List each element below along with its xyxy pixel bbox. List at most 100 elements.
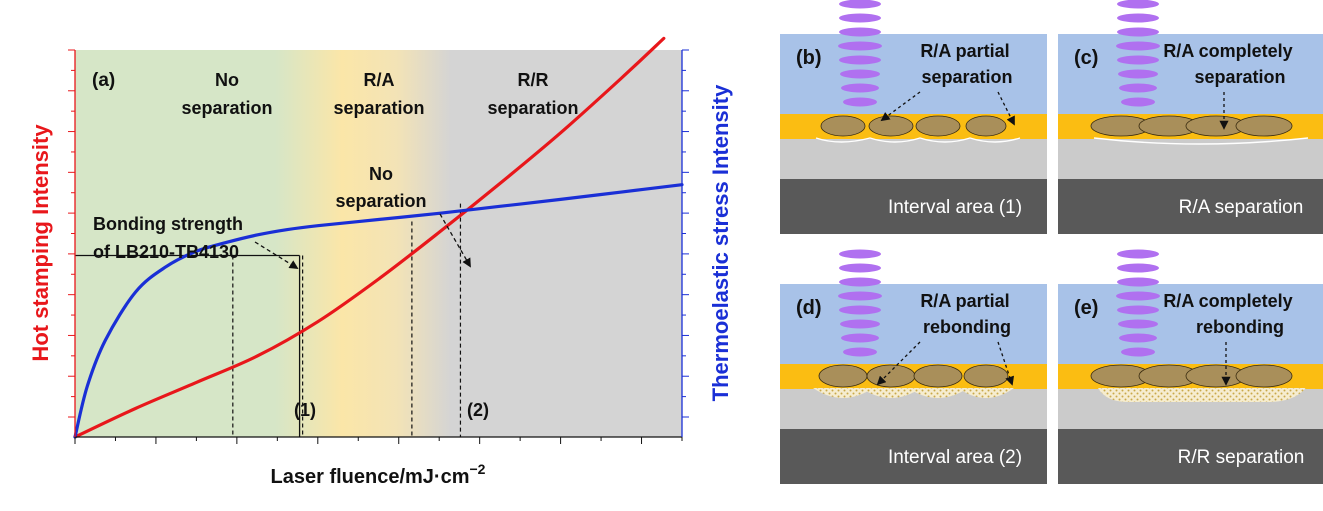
series-line-thermoelastic: [73, 183, 684, 439]
y-axis-right-label: Thermoelastic stress Intensity: [708, 84, 733, 401]
ablation-spot: [1235, 115, 1293, 137]
laser-beam-icon: [1117, 263, 1159, 273]
panel-note-line2: separation: [1194, 67, 1285, 87]
rebonded-zone: [813, 388, 873, 398]
panel-note-arrow: [997, 341, 1015, 386]
laser-beam-icon: [1117, 249, 1159, 259]
laser-beam-icon: [1117, 277, 1159, 287]
region-label-no-sep-1: No: [215, 70, 239, 90]
rebonded-zone: [861, 388, 921, 398]
laser-beam-icon: [1117, 0, 1159, 9]
ablation-spot: [820, 115, 866, 137]
panel-footer-label: Interval area (2): [888, 447, 1022, 468]
laser-beam-icon: [1116, 291, 1160, 301]
panel-footer-label: R/A separation: [1179, 197, 1304, 218]
laser-beam-icon: [1117, 27, 1159, 37]
panel-label: (d): [796, 297, 822, 319]
no-sep-annotation-line2: separation: [335, 191, 426, 211]
panel-note-arrow: [880, 91, 921, 122]
laser-beam-icon: [1121, 97, 1155, 107]
laser-beam-icon: [839, 263, 881, 273]
no-sep-annotation-line1: No: [369, 164, 393, 184]
panel-sky: [1058, 284, 1323, 364]
rebonded-zone: [1098, 388, 1306, 402]
panel-note-line1: R/A partial: [920, 291, 1009, 311]
separation-gap: [815, 137, 1021, 143]
panel-note-line2: rebonding: [923, 317, 1011, 337]
laser-beam-icon: [838, 41, 882, 51]
ablation-spot: [868, 115, 914, 137]
chart-a: No separation R/A separation R/R separat…: [28, 36, 733, 488]
laser-beam-icon: [1119, 83, 1157, 93]
laser-beam-icon: [840, 319, 880, 329]
panel-base: [780, 429, 1047, 484]
y-axis-left-label: Hot stamping Intensity: [28, 124, 53, 362]
series-layer: [73, 36, 684, 439]
bonding-strength-line2: of LB210-TB4130: [93, 242, 239, 262]
laser-beam-icon: [843, 347, 877, 357]
rebonded-zone: [958, 388, 1014, 398]
interval-2-label: (2): [467, 400, 489, 420]
laser-beam-icon: [840, 69, 880, 79]
panel-sky: [780, 284, 1047, 364]
ablation-spot: [913, 364, 963, 388]
laser-beam-icon: [1119, 333, 1157, 343]
bonding-strength-arrow: [254, 241, 299, 269]
panel-substrate: [780, 389, 1047, 429]
panel-label-a: (a): [92, 70, 115, 91]
ablation-spot: [818, 364, 868, 388]
laser-beam-icon: [1117, 305, 1159, 315]
region-label-ra-sep-1: R/A: [364, 70, 395, 90]
panel-label: (b): [796, 47, 822, 69]
panel-note-arrow: [876, 341, 921, 386]
laser-beam-icon: [1121, 347, 1155, 357]
laser-beam-icon: [1117, 13, 1159, 23]
laser-beam-icon: [839, 27, 881, 37]
panel-sky: [1058, 34, 1323, 114]
bonding-strength-line1: Bonding strength: [93, 214, 243, 234]
x-axis-label: Laser fluence/mJ·cm−2: [271, 461, 486, 488]
laser-beam-icon: [838, 291, 882, 301]
ablation-spot: [915, 115, 961, 137]
laser-beam-icon: [1116, 41, 1160, 51]
laser-beam-icon: [841, 83, 879, 93]
panel-footer-label: Interval area (1): [888, 197, 1022, 218]
laser-beam-icon: [839, 13, 881, 23]
laser-beam-icon: [841, 333, 879, 343]
panel-label: (e): [1074, 297, 1098, 319]
panel-adhesive-layer: [780, 114, 1047, 139]
separation-gap: [1093, 137, 1309, 145]
laser-beam-icon: [839, 0, 881, 9]
panel-base: [1058, 429, 1323, 484]
panel-label: (c): [1074, 47, 1098, 69]
region-labels: No separation R/A separation R/R separat…: [181, 70, 578, 118]
panel-note-line2: separation: [921, 67, 1012, 87]
laser-beam-icon: [1118, 69, 1158, 79]
panel-note-line1: R/A completely: [1163, 41, 1292, 61]
ablation-spot: [963, 364, 1009, 388]
x-axis-label-exponent: −2: [470, 461, 486, 477]
panel-base: [1058, 179, 1323, 234]
laser-beam-icon: [839, 55, 881, 65]
axis-ticks: [68, 49, 689, 444]
region-label-ra-sep-2: separation: [333, 98, 424, 118]
laser-beam-icon: [839, 277, 881, 287]
region-label-no-sep-2: separation: [181, 98, 272, 118]
panel-base: [780, 179, 1047, 234]
ablation-spot: [866, 364, 916, 388]
panel-note-line2: rebonding: [1196, 317, 1284, 337]
series-line-hot-stamping: [73, 36, 666, 439]
panel-substrate: [780, 139, 1047, 179]
laser-beam-icon: [839, 249, 881, 259]
interval-1-label: (1): [294, 400, 316, 420]
laser-beam-icon: [839, 305, 881, 315]
laser-beam-icon: [843, 97, 877, 107]
region-label-rr-sep-2: separation: [487, 98, 578, 118]
